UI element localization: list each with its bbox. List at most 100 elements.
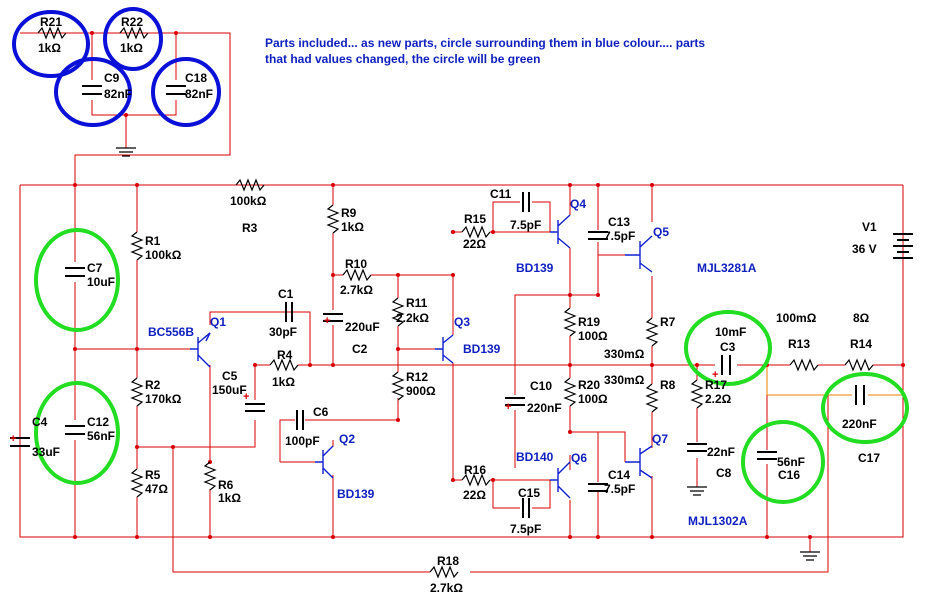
q6-name: Q6 bbox=[571, 451, 587, 465]
r3-name: R3 bbox=[242, 221, 258, 235]
note-line-1: Parts included... as new parts, circle s… bbox=[265, 36, 705, 50]
junctions bbox=[73, 31, 905, 539]
r2-name: R2 bbox=[145, 378, 161, 392]
q2-part: BD139 bbox=[337, 487, 375, 501]
q4-part: BD139 bbox=[516, 261, 554, 275]
r6-name: R6 bbox=[218, 478, 234, 492]
r12-name: R12 bbox=[406, 370, 428, 384]
c17-value: 220nF bbox=[842, 417, 877, 431]
r19-value: 100Ω bbox=[578, 329, 608, 343]
r15-name: R15 bbox=[464, 212, 486, 226]
r2-value: 170kΩ bbox=[145, 392, 182, 406]
c12-name: C12 bbox=[87, 415, 109, 429]
r15-value: 22Ω bbox=[463, 237, 486, 251]
c6-name: C6 bbox=[313, 405, 329, 419]
polarity-marks: + + + + + bbox=[10, 315, 718, 445]
c3-value: 10mF bbox=[715, 325, 746, 339]
r19-name: R19 bbox=[578, 315, 600, 329]
c18-value: 82nF bbox=[185, 87, 213, 101]
c7-name: C7 bbox=[87, 261, 103, 275]
q7-name: Q7 bbox=[652, 432, 668, 446]
q1-name: Q1 bbox=[210, 315, 226, 329]
r4-name: R4 bbox=[277, 348, 293, 362]
svg-text:+: + bbox=[324, 315, 330, 327]
r1-name: R1 bbox=[145, 234, 161, 248]
c2-value: 220uF bbox=[345, 320, 380, 334]
r17-name: R17 bbox=[705, 378, 727, 392]
r20-value: 100Ω bbox=[578, 392, 608, 406]
note-line-2: that had values changed, the circle will… bbox=[265, 52, 540, 66]
c6-value: 100pF bbox=[285, 434, 320, 448]
r18-name: R18 bbox=[437, 554, 459, 568]
r22-value: 1kΩ bbox=[120, 41, 143, 55]
r7-value: 330mΩ bbox=[604, 347, 645, 361]
c11-name: C11 bbox=[490, 187, 512, 201]
svg-text:+: + bbox=[505, 401, 511, 413]
r21-value: 1kΩ bbox=[38, 41, 61, 55]
svg-text:+: + bbox=[10, 433, 16, 445]
transistor-labels: Q1 BC556B Q2 BD139 Q3 BD139 Q4 BD139 Q5 … bbox=[148, 197, 757, 528]
r11-name: R11 bbox=[406, 296, 428, 310]
c13-value: 7.5pF bbox=[604, 229, 635, 243]
c16-name: C16 bbox=[778, 468, 800, 482]
q7-part: MJL1302A bbox=[688, 514, 748, 528]
capacitor-symbols bbox=[10, 85, 865, 518]
c15-name: C15 bbox=[518, 486, 540, 500]
q1-part: BC556B bbox=[148, 325, 194, 339]
r8-value: 330mΩ bbox=[604, 373, 645, 387]
c13-name: C13 bbox=[608, 215, 630, 229]
r18-value: 2.7kΩ bbox=[430, 581, 463, 595]
wires bbox=[19, 32, 904, 573]
c10-name: C10 bbox=[530, 379, 552, 393]
q3-part: BD139 bbox=[463, 342, 501, 356]
svg-text:+: + bbox=[712, 369, 718, 381]
highlight-circles bbox=[12, 7, 909, 504]
c1-value: 30pF bbox=[269, 325, 297, 339]
r1-value: 100kΩ bbox=[145, 248, 182, 262]
ground-symbols bbox=[116, 147, 820, 561]
c8-name: C8 bbox=[716, 466, 732, 480]
c9-name: C9 bbox=[104, 71, 120, 85]
q5-name: Q5 bbox=[653, 225, 669, 239]
battery-v1-symbol bbox=[893, 233, 913, 259]
c4-name: C4 bbox=[32, 415, 48, 429]
c11-value: 7.5pF bbox=[510, 218, 541, 232]
v1-name: V1 bbox=[862, 220, 877, 234]
c12-value: 56nF bbox=[87, 429, 115, 443]
r16-value: 22Ω bbox=[463, 488, 486, 502]
r12-value: 900Ω bbox=[406, 384, 436, 398]
r16-name: R16 bbox=[464, 463, 486, 477]
q6-part: BD140 bbox=[516, 450, 554, 464]
r14-name: R14 bbox=[850, 337, 872, 351]
c14-value: 7.5pF bbox=[604, 482, 635, 496]
c17-name: C17 bbox=[858, 451, 880, 465]
c1-name: C1 bbox=[278, 287, 294, 301]
transistor-symbols bbox=[190, 214, 653, 499]
r9-name: R9 bbox=[341, 206, 357, 220]
r6-value: 1kΩ bbox=[218, 491, 241, 505]
r5-value: 47Ω bbox=[145, 482, 168, 496]
r8-name: R8 bbox=[660, 378, 676, 392]
c7-value: 10uF bbox=[87, 275, 115, 289]
r7-name: R7 bbox=[660, 315, 676, 329]
r22-name: R22 bbox=[121, 15, 143, 29]
c16-value: 56nF bbox=[777, 455, 805, 469]
c15-value: 7.5pF bbox=[510, 522, 541, 536]
svg-text:+: + bbox=[243, 391, 249, 403]
c5-value: 150uF bbox=[212, 383, 247, 397]
r13-name: R13 bbox=[788, 337, 810, 351]
r10-name: R10 bbox=[345, 257, 367, 271]
r17-value: 2.2Ω bbox=[705, 392, 732, 406]
q3-name: Q3 bbox=[454, 315, 470, 329]
c10-value: 220nF bbox=[527, 401, 562, 415]
r5-name: R5 bbox=[145, 468, 161, 482]
r14-value: 8Ω bbox=[853, 311, 870, 325]
r20-name: R20 bbox=[578, 378, 600, 392]
c14-name: C14 bbox=[608, 468, 630, 482]
c5-name: C5 bbox=[222, 369, 238, 383]
r11-value: 2.2kΩ bbox=[396, 311, 429, 325]
c3-name: C3 bbox=[720, 340, 736, 354]
c9-value: 82nF bbox=[104, 87, 132, 101]
q4-name: Q4 bbox=[570, 197, 586, 211]
